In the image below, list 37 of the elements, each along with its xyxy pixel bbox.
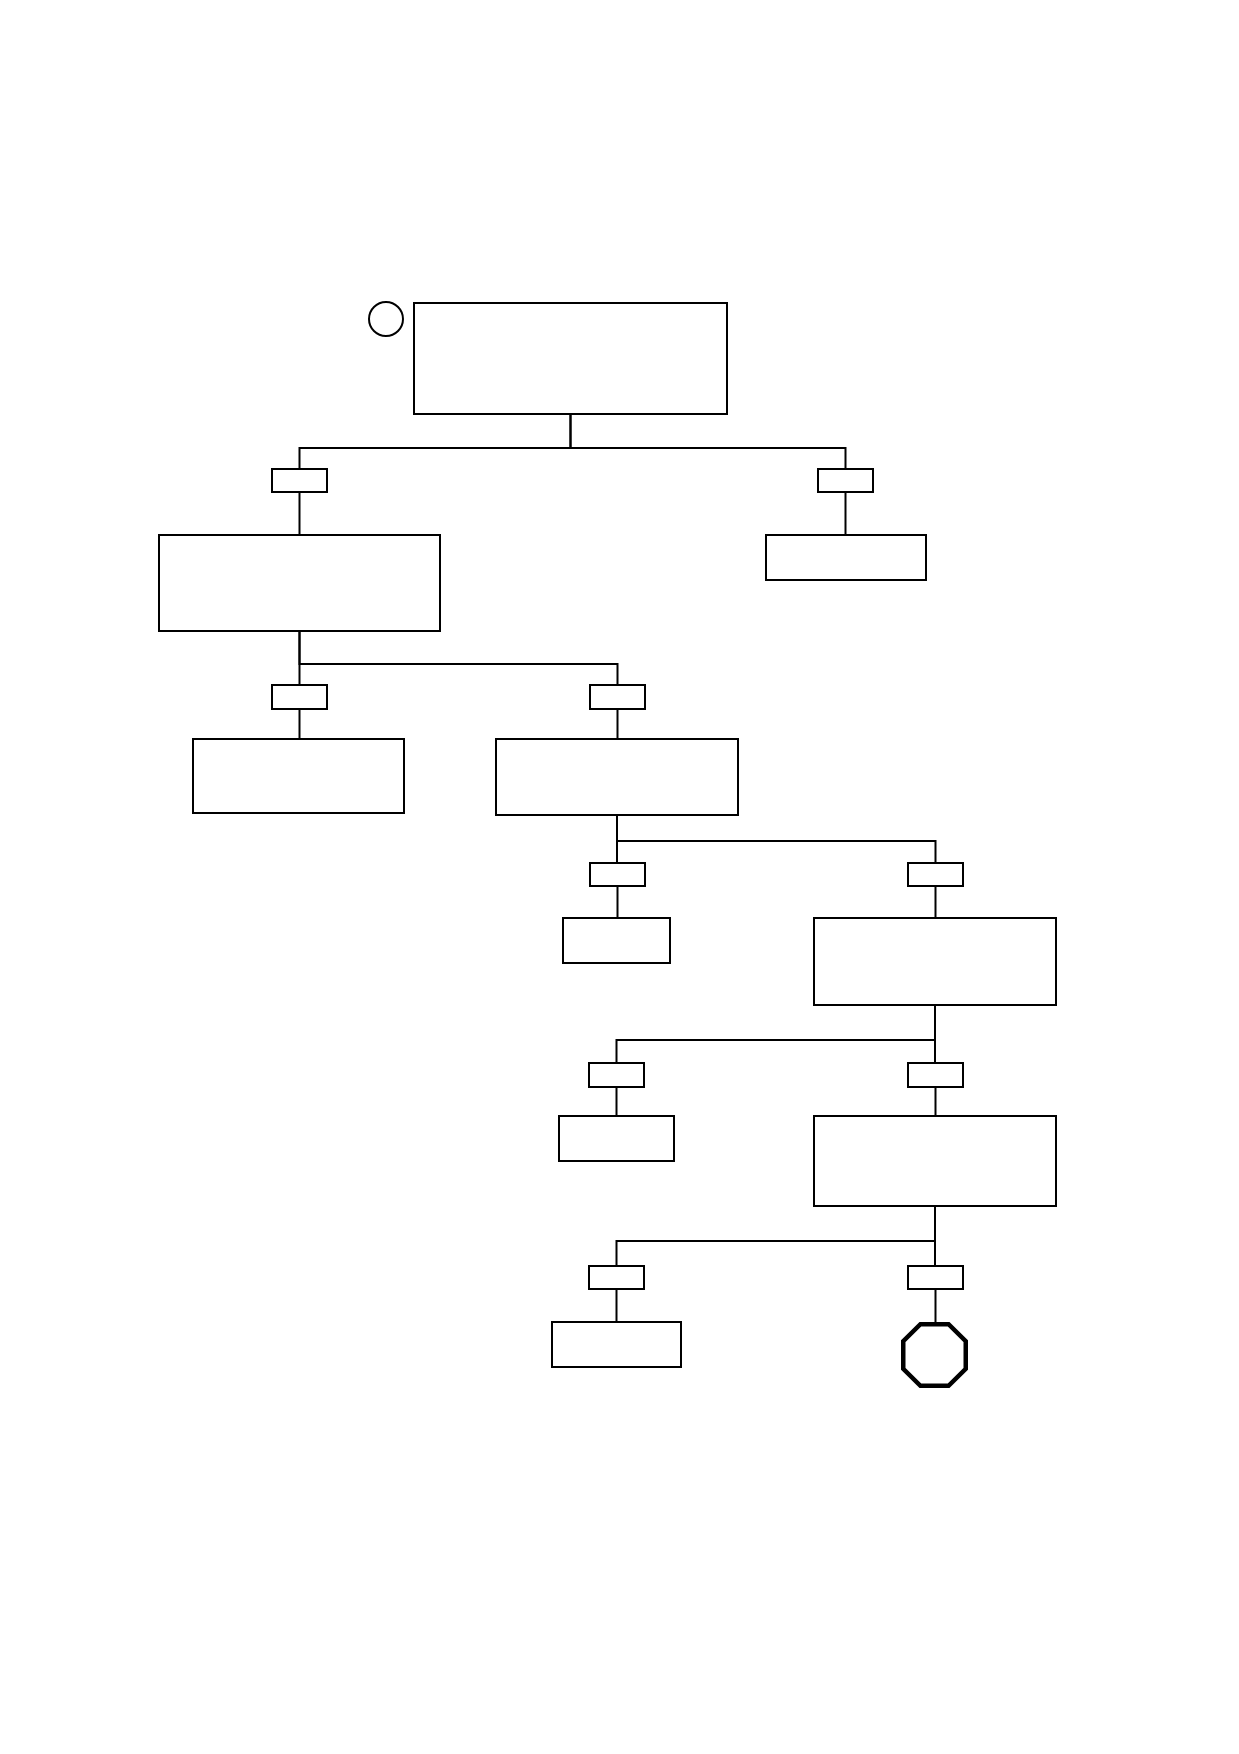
connector-line: [298, 709, 301, 739]
connector-line: [615, 1087, 618, 1116]
connector-line: [616, 709, 619, 739]
connector-line: [616, 886, 619, 918]
circle-node: [368, 301, 404, 337]
small-box: [271, 468, 328, 493]
connector-line: [844, 492, 847, 535]
octagon-node: [901, 1322, 968, 1388]
process-box: [158, 534, 441, 632]
connector-line: [298, 492, 301, 535]
small-box: [907, 1265, 964, 1290]
connector-line: [298, 631, 619, 685]
process-box: [551, 1321, 682, 1368]
process-box: [495, 738, 739, 816]
process-box: [813, 917, 1057, 1006]
connector-line: [934, 1087, 937, 1116]
small-box: [588, 1265, 645, 1290]
small-box: [817, 468, 874, 493]
process-box: [562, 917, 671, 964]
small-box: [588, 1062, 645, 1088]
connector-line: [934, 1005, 936, 1063]
connector-line: [616, 815, 937, 863]
connector-line: [615, 1289, 618, 1322]
process-box: [413, 302, 728, 415]
small-box: [589, 684, 646, 710]
process-box: [192, 738, 405, 814]
process-box: [765, 534, 927, 581]
process-box: [558, 1115, 675, 1162]
small-box: [271, 684, 328, 710]
connector-line: [569, 414, 847, 469]
connector-line: [934, 1206, 936, 1266]
connector-line: [934, 886, 937, 918]
small-box: [907, 1062, 964, 1088]
connector-line: [934, 1289, 937, 1323]
process-box: [813, 1115, 1057, 1207]
small-box: [907, 862, 964, 887]
small-box: [589, 862, 646, 887]
